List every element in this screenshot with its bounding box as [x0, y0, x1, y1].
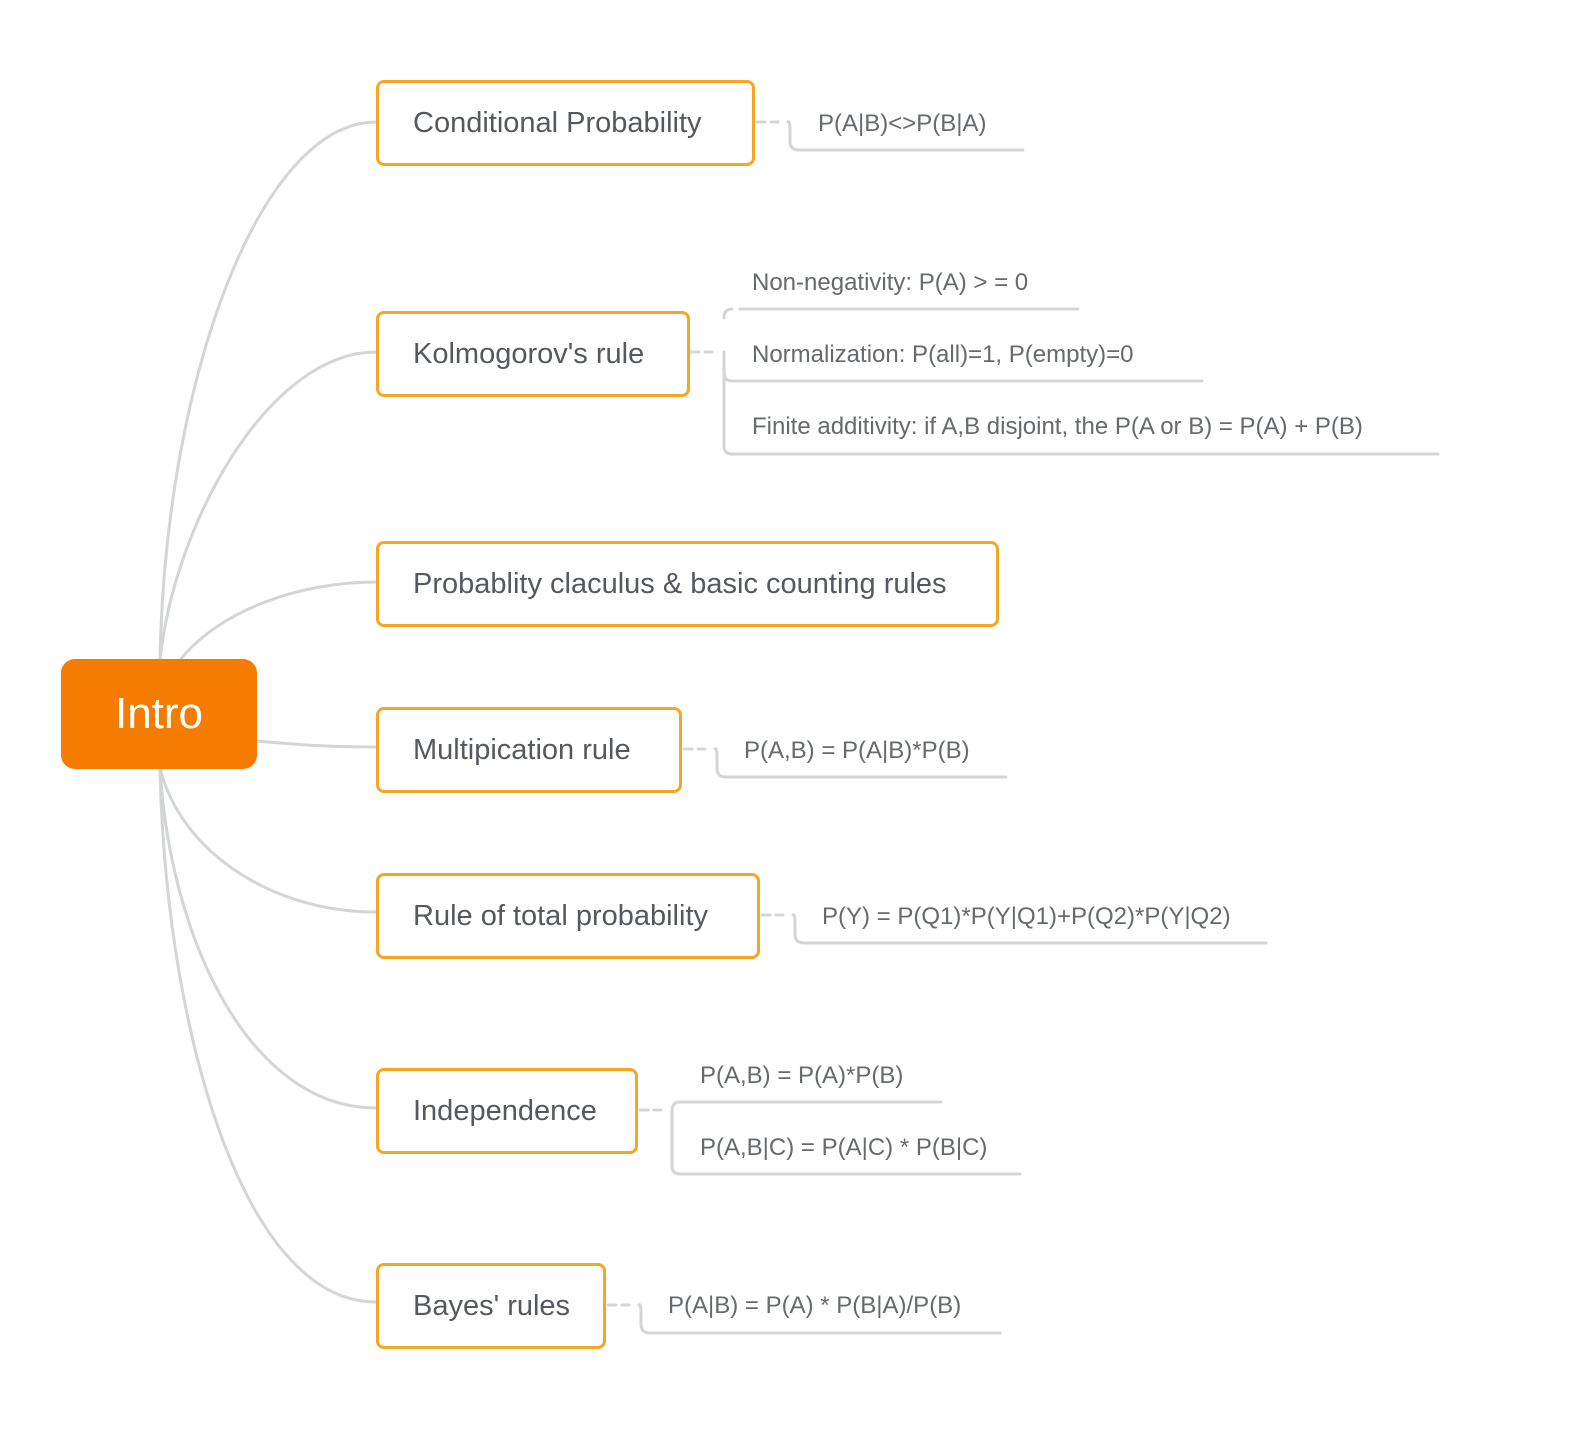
detail-total-probability-1[interactable]: P(Y) = P(Q1)*P(Y|Q1)+P(Q2)*P(Y|Q2): [822, 903, 1231, 930]
connector-root-conditional: [158, 120, 378, 662]
root-node-intro[interactable]: Intro: [61, 659, 257, 769]
connector-root-bayes: [158, 766, 378, 1304]
connector-root-independence: [158, 766, 378, 1110]
topic-kolmogorovs-rule[interactable]: Kolmogorov's rule: [376, 311, 690, 397]
topic-conditional-probability[interactable]: Conditional Probability: [376, 80, 755, 166]
underline-bayes-detail: [637, 1303, 1002, 1335]
underline-kolmogorov-detail-2: [722, 370, 1204, 383]
detail-multiplication-rule-1[interactable]: P(A,B) = P(A|B)*P(B): [744, 737, 970, 764]
underline-conditional-detail: [786, 120, 1025, 152]
detail-kolmogorov-non-negativity[interactable]: Non-negativity: P(A) > = 0: [752, 269, 1029, 296]
topic-rule-of-total-probability[interactable]: Rule of total probability: [376, 873, 760, 959]
topic-bayes-rules[interactable]: Bayes' rules: [376, 1263, 606, 1349]
topic-multiplication-rule[interactable]: Multipication rule: [376, 707, 682, 793]
detail-kolmogorov-normalization[interactable]: Normalization: P(all)=1, P(empty)=0: [752, 341, 1134, 368]
detail-independence-1[interactable]: P(A,B) = P(A)*P(B): [700, 1062, 904, 1089]
detail-independence-2[interactable]: P(A,B|C) = P(A|C) * P(B|C): [700, 1134, 988, 1161]
detail-kolmogorov-finite-additivity[interactable]: Finite additivity: if A,B disjoint, the …: [752, 413, 1363, 440]
topic-probability-calculus[interactable]: Probablity claculus & basic counting rul…: [376, 541, 999, 627]
detail-bayes-rules-1[interactable]: P(A|B) = P(A) * P(B|A)/P(B): [668, 1292, 962, 1319]
connector-root-calculus: [178, 580, 378, 662]
underline-multiplication-detail: [713, 747, 1008, 779]
connector-root-total-probability: [158, 766, 378, 914]
detail-conditional-probability-1[interactable]: P(A|B)<>P(B|A): [818, 110, 987, 137]
underline-independence-detail-1: [670, 1100, 943, 1113]
bracket-kolmogorov-top: [722, 307, 734, 320]
bracket-independence: [670, 1109, 1022, 1176]
connector-root-multiplication: [255, 739, 378, 749]
topic-independence[interactable]: Independence: [376, 1068, 638, 1154]
connector-root-kolmogorov: [158, 350, 378, 662]
underline-total-probability-detail: [791, 913, 1268, 945]
bracket-kolmogorov: [722, 350, 1440, 456]
